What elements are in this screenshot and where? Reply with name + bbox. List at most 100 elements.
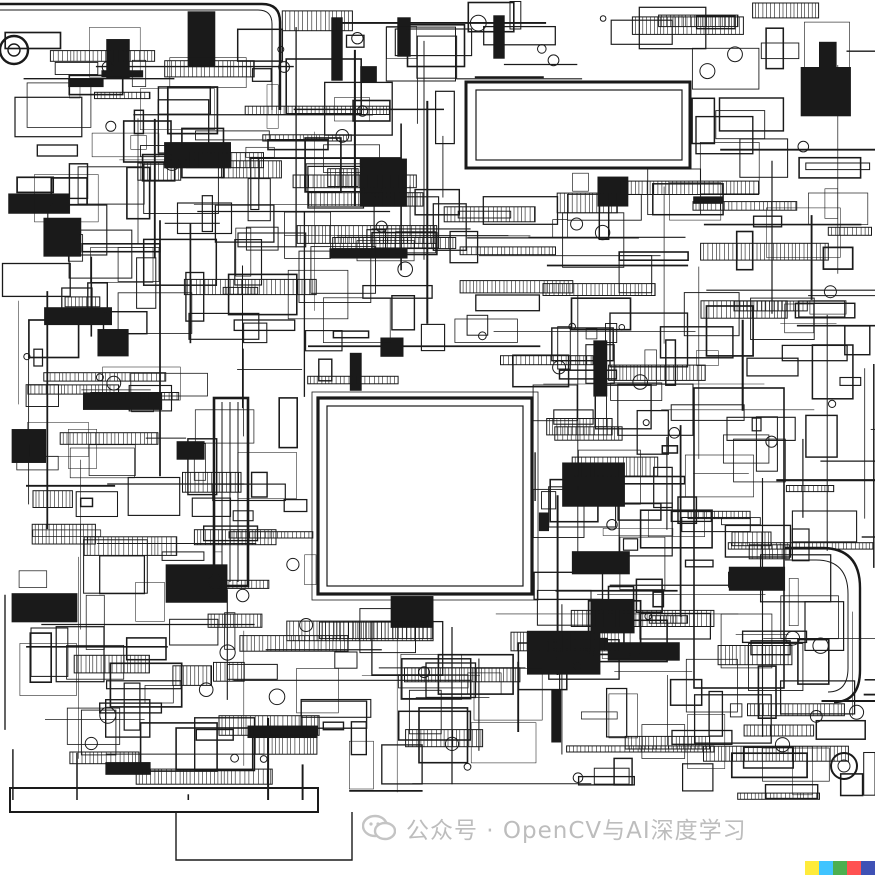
circuit-trace bbox=[49, 50, 156, 62]
circuit-trace bbox=[570, 297, 632, 331]
circuit-trace bbox=[815, 719, 866, 740]
circuit-trace bbox=[185, 271, 205, 322]
circuit-trace bbox=[26, 82, 92, 128]
circuit-trace bbox=[470, 722, 537, 764]
circuit-trace bbox=[659, 326, 734, 359]
circuit-trace bbox=[463, 762, 472, 771]
circuit-trace bbox=[849, 704, 865, 720]
circuit-trace bbox=[345, 34, 365, 48]
circuit-trace bbox=[757, 665, 777, 719]
circuit-trace bbox=[551, 327, 614, 362]
circuit-trace bbox=[809, 710, 823, 723]
circuit-trace bbox=[408, 689, 442, 735]
circuit-trace bbox=[88, 444, 136, 476]
circuit-trace bbox=[80, 709, 117, 756]
circuit-trace bbox=[828, 399, 837, 408]
circuit-trace bbox=[570, 217, 584, 231]
circuit-trace bbox=[735, 230, 754, 271]
watermark-text: 公众号 · OpenCV与AI深度学习 bbox=[406, 818, 747, 844]
circuit-trace bbox=[219, 644, 236, 661]
circuit-trace bbox=[572, 172, 589, 192]
circuit-trace bbox=[805, 414, 838, 458]
circuit-trace bbox=[619, 536, 666, 590]
circuit-trace bbox=[214, 204, 275, 243]
circuit-trace bbox=[687, 510, 751, 520]
circuit-trace bbox=[811, 344, 854, 400]
circuit-trace bbox=[251, 68, 272, 82]
circuit-trace bbox=[299, 618, 314, 632]
circuit-trace bbox=[587, 599, 642, 656]
circuit-trace bbox=[722, 434, 770, 464]
circuit-trace bbox=[636, 409, 669, 455]
circuit-trace bbox=[684, 559, 714, 568]
circuit-trace bbox=[443, 206, 536, 223]
circuit-traces bbox=[1, 0, 875, 800]
circuit-trace bbox=[469, 14, 487, 32]
circuit-trace bbox=[172, 665, 212, 686]
circuit-trace bbox=[373, 196, 440, 249]
circuit-trace bbox=[176, 441, 205, 460]
circuit-trace bbox=[839, 773, 864, 797]
circuit-trace bbox=[610, 19, 673, 45]
circuit-trace bbox=[454, 318, 518, 343]
circuit-trace bbox=[644, 612, 653, 621]
circuit-trace bbox=[43, 372, 167, 382]
circuit-trace bbox=[400, 653, 463, 700]
circuit-trace bbox=[724, 524, 792, 558]
circuit-trace bbox=[681, 763, 714, 792]
circuit-trace bbox=[99, 706, 117, 724]
circuit-trace bbox=[207, 613, 263, 628]
circuit-trace bbox=[356, 105, 369, 117]
circuit-trace bbox=[556, 192, 618, 214]
circuit-trace bbox=[827, 226, 872, 236]
circuit-trace bbox=[322, 721, 345, 731]
circuit-trace bbox=[607, 642, 680, 661]
circuit-trace bbox=[547, 54, 560, 67]
circuit-trace bbox=[230, 753, 240, 763]
circuit-trace bbox=[552, 360, 567, 375]
circuit-trace bbox=[105, 699, 151, 738]
circuit-trace bbox=[733, 438, 786, 483]
circuit-trace bbox=[668, 427, 681, 439]
circuit-trace bbox=[742, 746, 794, 769]
circuit-trace bbox=[59, 432, 159, 445]
circuit-trace bbox=[75, 491, 119, 518]
circuit-trace bbox=[533, 571, 604, 601]
circuit-trace bbox=[161, 551, 205, 561]
circuit-trace bbox=[467, 1, 515, 33]
circuit-trace bbox=[581, 711, 618, 720]
circuit-trace bbox=[362, 284, 433, 299]
circuit-trace bbox=[169, 618, 219, 646]
circuit-trace bbox=[467, 672, 502, 695]
circuit-trace bbox=[105, 120, 117, 132]
circuit-trace bbox=[692, 201, 798, 211]
circuit-trace bbox=[296, 668, 339, 714]
circuit-trace bbox=[482, 196, 559, 225]
circuit-trace bbox=[188, 312, 260, 340]
circuit-trace bbox=[608, 693, 638, 739]
circuit-trace bbox=[194, 409, 255, 444]
circuit-trace bbox=[839, 376, 862, 386]
circuit-trace bbox=[182, 471, 242, 493]
circuit-trace bbox=[653, 466, 673, 509]
circuit-trace bbox=[602, 528, 674, 536]
circuit-trace bbox=[385, 26, 456, 82]
circuit-trace bbox=[594, 224, 611, 241]
circuit-trace bbox=[16, 176, 55, 194]
color-strip-swatch-2 bbox=[819, 861, 833, 875]
circuit-trace bbox=[590, 598, 635, 634]
circuit-trace bbox=[127, 476, 181, 516]
circuit-trace bbox=[130, 135, 147, 150]
circuit-trace bbox=[397, 710, 472, 741]
circuit-trace bbox=[691, 97, 716, 145]
circuit-trace bbox=[683, 292, 740, 337]
circuit-trace bbox=[661, 445, 679, 454]
circuit-trace bbox=[510, 631, 625, 652]
circuit-trace bbox=[823, 285, 837, 299]
circuit-trace bbox=[286, 557, 300, 572]
circuit-trace bbox=[812, 637, 829, 654]
circuit-trace bbox=[652, 591, 665, 608]
circuit-trace bbox=[863, 751, 875, 796]
circuit-trace bbox=[259, 755, 268, 763]
circuit-trace bbox=[195, 130, 270, 141]
